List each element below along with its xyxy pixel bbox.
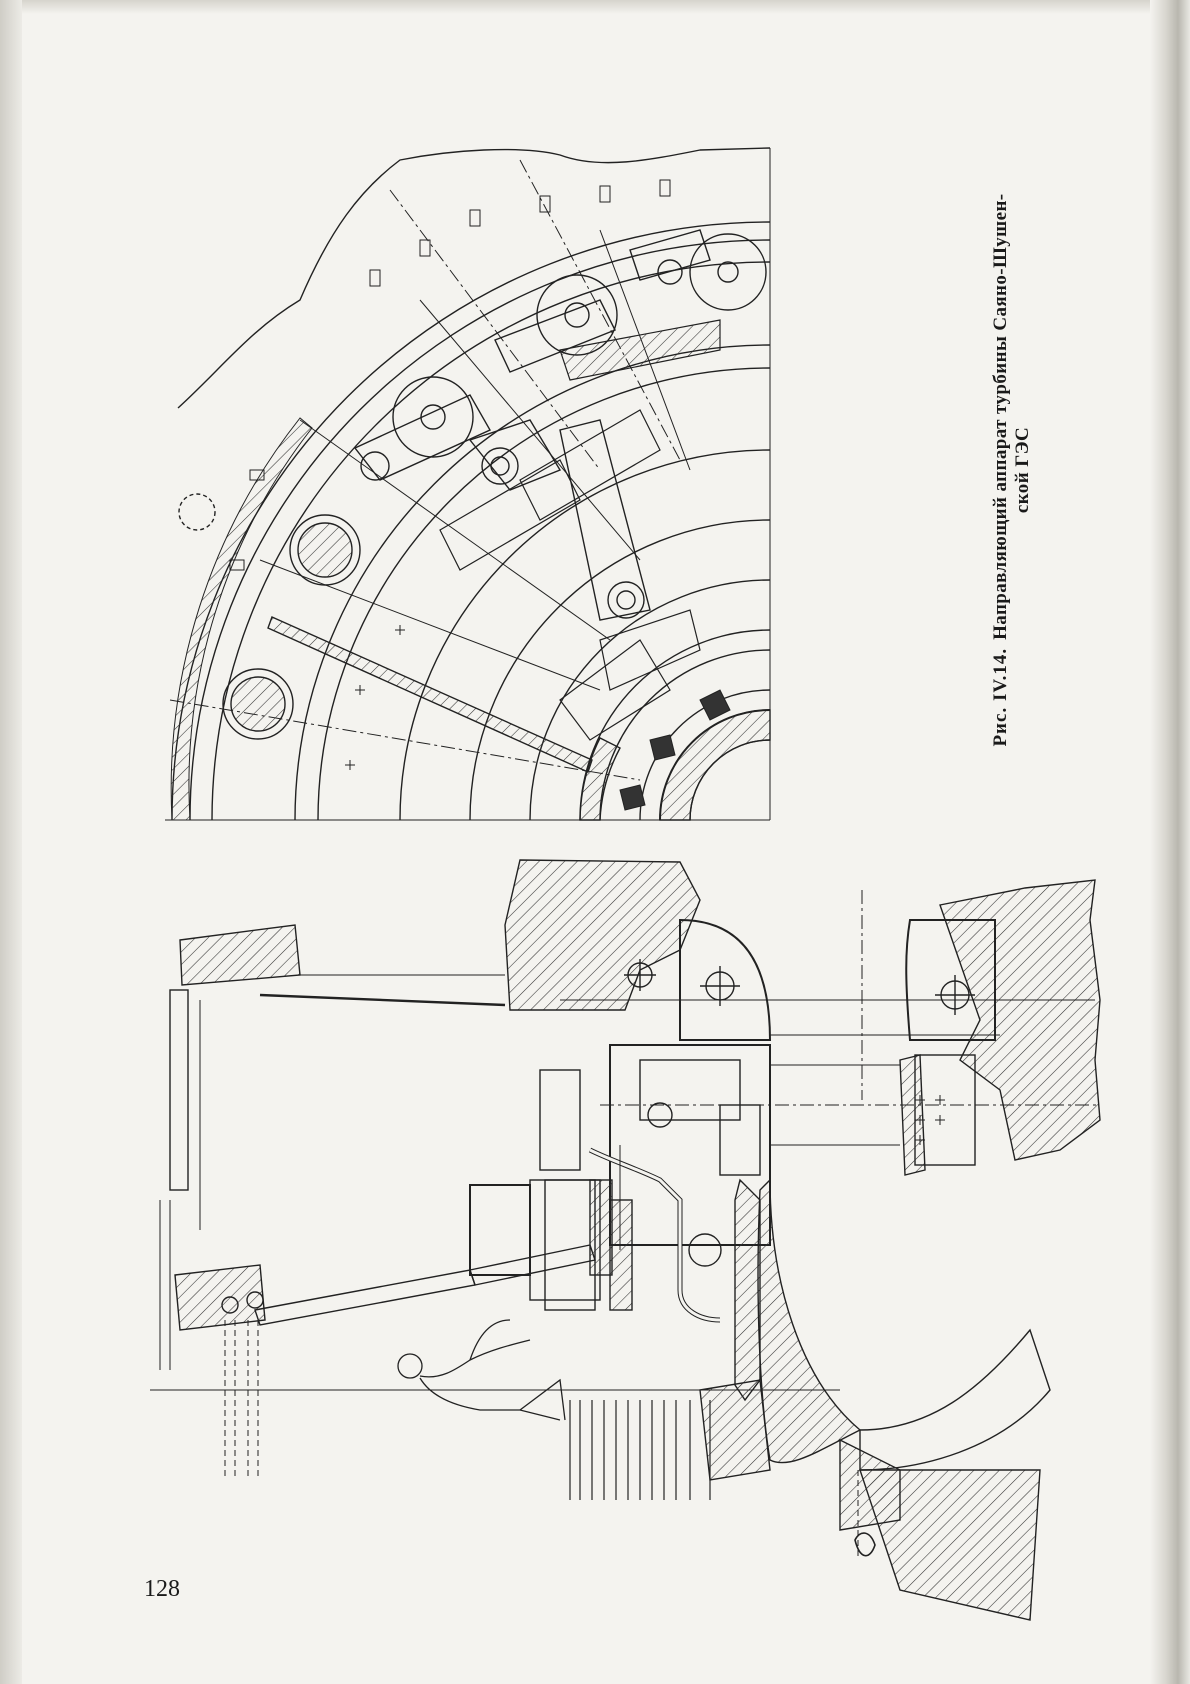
figure-caption: Рис. IV.14. Направляющий аппарат турбины … xyxy=(990,90,1034,850)
figure-caption-line2: ской ГЭС xyxy=(1012,90,1034,850)
figure-label: Рис. IV.14. xyxy=(990,648,1011,747)
plan-view xyxy=(165,148,770,820)
figure-caption-line1: Направляющий аппарат турбины Саяно-Шушен… xyxy=(990,193,1011,639)
section-view xyxy=(150,625,1100,1620)
person-figure xyxy=(398,1320,565,1420)
page-number: 128 xyxy=(144,1576,180,1603)
foundation-columns xyxy=(570,1400,710,1500)
vane-levers xyxy=(355,230,710,620)
